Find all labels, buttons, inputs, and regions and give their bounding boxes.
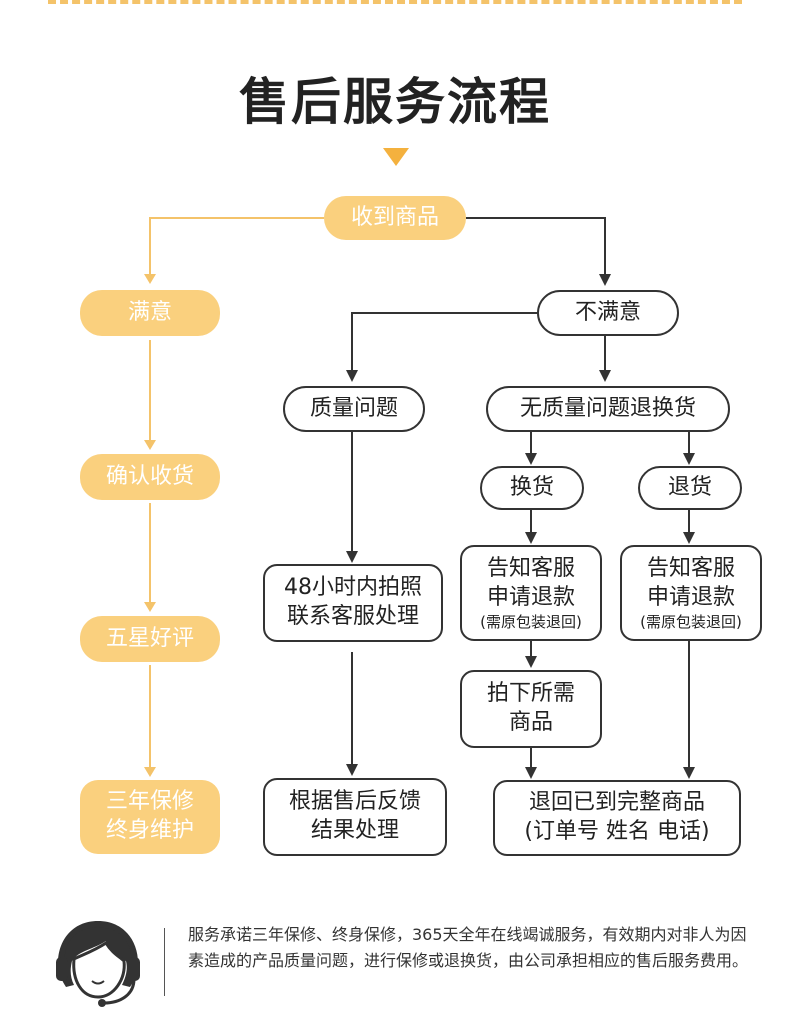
node-unsatisfied: 不满意 [537,290,679,336]
node-feedback: 根据售后反馈 结果处理 [263,778,447,856]
customer-service-headset-icon [48,915,148,1015]
node-refund: 退货 [638,466,742,510]
node-five-star: 五星好评 [80,616,220,662]
page-title: 售后服务流程 [239,73,551,131]
node-confirm-receipt: 确认收货 [80,454,220,500]
node-photo-contact: 48小时内拍照 联系客服处理 [263,564,443,642]
node-received: 收到商品 [324,196,466,240]
footer-divider [164,928,165,996]
service-promise-text: 服务承诺三年保修、终身保修，365天全年在线竭诚服务，有效期内对非人为因素造成的… [188,925,749,971]
node-notify-refund: 告知客服 申请退款 (需原包装退回) [620,545,762,641]
node-quality-issue: 质量问题 [283,386,425,432]
node-warranty: 三年保修 终身维护 [80,780,220,854]
node-notify-exchange: 告知客服 申请退款 (需原包装退回) [460,545,602,641]
node-return-goods: 退回已到完整商品 (订单号 姓名 电话) [493,780,741,856]
down-triangle-icon [383,148,409,166]
node-order-goods: 拍下所需 商品 [460,670,602,748]
node-satisfied: 满意 [80,290,220,336]
node-no-quality-issue: 无质量问题退换货 [486,386,730,432]
node-exchange: 换货 [480,466,584,510]
top-dashed-border [48,0,742,4]
